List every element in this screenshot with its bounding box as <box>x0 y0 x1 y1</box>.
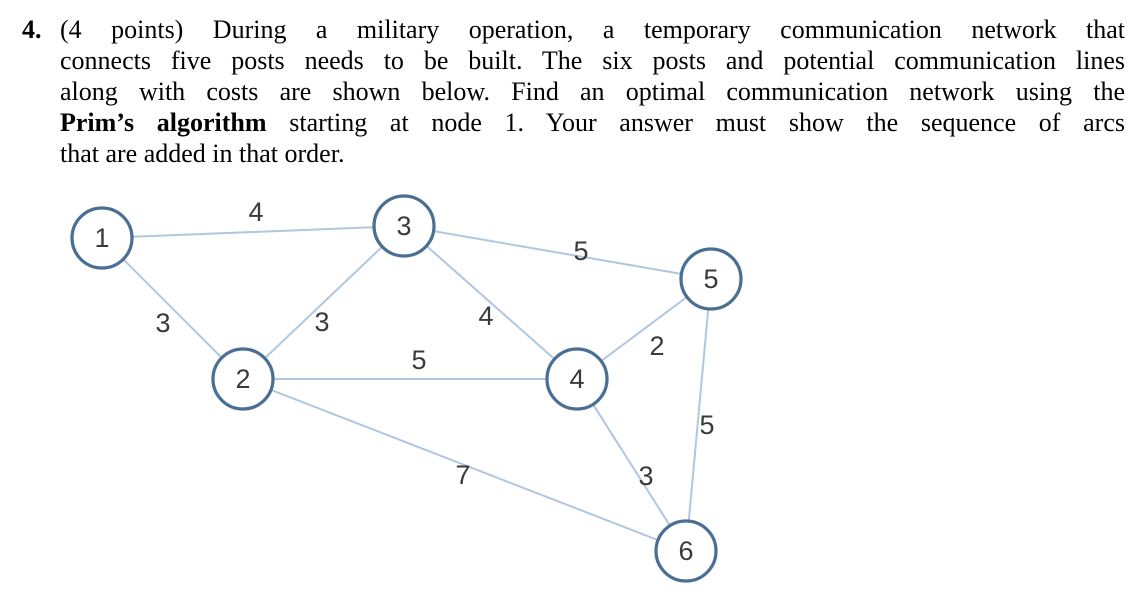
edge-weight-2-4: 5 <box>411 345 426 375</box>
edge-1-3 <box>101 225 405 239</box>
edge-weight-4-5: 2 <box>649 331 664 361</box>
edge-weight-5-6: 5 <box>699 410 714 440</box>
edge-weight-3-4: 4 <box>478 301 493 331</box>
edge-4-6 <box>576 378 687 552</box>
node-circle-2 <box>211 347 275 411</box>
problem-line: Prim’s algorithm starting at node 1. You… <box>60 107 1125 138</box>
edge-weight-2-3: 3 <box>314 307 329 337</box>
edge-1-2 <box>101 237 244 380</box>
problem-line: that are added in that order. <box>60 138 1125 169</box>
node-circle-5 <box>679 247 743 311</box>
edge-weight-3-5: 5 <box>573 236 588 266</box>
bold-text-prims-algorithm: Prim’s algorithm <box>60 108 267 137</box>
problem-text-segment: that are added in that order. <box>60 139 345 168</box>
node-label-2: 2 <box>235 364 250 394</box>
node-circle-6 <box>654 519 718 583</box>
problem-number: 4. <box>22 15 42 44</box>
node-circle-1 <box>70 206 134 270</box>
problem-text-segment: along with costs are shown below. Find a… <box>60 77 1125 106</box>
problem-line: (4 points) During a military operation, … <box>60 14 1125 45</box>
node-circle-3 <box>372 194 436 258</box>
node-label-4: 4 <box>569 364 584 394</box>
node-label-3: 3 <box>396 211 411 241</box>
problem-line: along with costs are shown below. Find a… <box>60 76 1125 107</box>
edge-3-5 <box>403 225 712 280</box>
edge-weight-1-3: 4 <box>248 197 263 227</box>
edge-weight-4-6: 3 <box>638 461 653 491</box>
node-circle-4 <box>545 347 609 411</box>
problem-text-segment: starting at node 1. Your answer must sho… <box>266 108 1125 137</box>
problem-text-segment: connects five posts needs to be built. T… <box>60 46 1125 75</box>
edge-3-4 <box>403 225 578 380</box>
node-label-6: 6 <box>678 536 693 566</box>
edge-weight-2-6: 7 <box>455 460 470 490</box>
problem-text: (4 points) During a military operation, … <box>60 14 1125 169</box>
edge-2-6 <box>242 378 687 552</box>
problem-line: connects five posts needs to be built. T… <box>60 45 1125 76</box>
network-graph-figure: 4 3 3 5 4 5 2 5 3 7 1 2 3 4 5 6 <box>70 194 743 583</box>
edge-5-6 <box>685 278 712 552</box>
edge-2-3 <box>242 225 405 380</box>
problem-statement: 4. (4 points) During a military operatio… <box>22 14 1125 169</box>
edge-weight-1-2: 3 <box>155 308 170 338</box>
node-label-1: 1 <box>94 223 109 253</box>
node-label-5: 5 <box>703 264 718 294</box>
problem-text-segment: (4 points) During a military operation, … <box>60 15 1125 44</box>
